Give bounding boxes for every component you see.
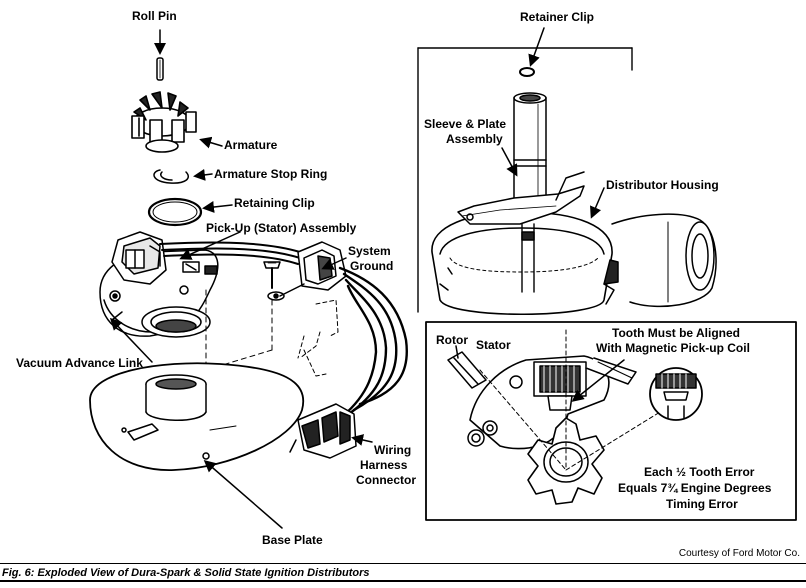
label-retaining-clip: Retaining Clip	[234, 196, 315, 210]
label-tooth-1: Tooth Must be Aligned	[612, 326, 740, 340]
label-distributor-housing: Distributor Housing	[606, 178, 719, 192]
label-error-3: Timing Error	[666, 497, 738, 511]
system-ground-leader	[321, 257, 347, 270]
label-wiring-2: Harness	[360, 458, 408, 472]
label-error-2: Equals 7¾ Engine Degrees	[618, 481, 772, 495]
pickup-leader	[179, 231, 241, 260]
retaining-clip-arrow	[202, 201, 233, 213]
retainer-clip-arrow	[528, 27, 545, 67]
label-sleeve-2: Assembly	[446, 132, 503, 146]
label-wiring-3: Connector	[356, 473, 416, 487]
label-system-ground-2: Ground	[350, 259, 394, 273]
sleeve-leader	[501, 147, 518, 177]
label-vacuum-advance-link: Vacuum Advance Link	[16, 356, 143, 370]
label-tooth-2: With Magnetic Pick-up Coil	[596, 341, 750, 355]
label-system-ground-1: System	[348, 244, 391, 258]
label-roll-pin: Roll Pin	[132, 9, 177, 23]
base-plate-part	[89, 362, 305, 471]
label-error-1: Each ½ Tooth Error	[644, 465, 755, 479]
label-sleeve-1: Sleeve & Plate	[424, 117, 507, 131]
wiring-leader	[351, 434, 373, 446]
courtesy-credit: Courtesy of Ford Motor Co.	[678, 548, 800, 559]
label-pickup-assembly: Pick-Up (Stator) Assembly	[206, 221, 357, 235]
stop-ring-arrow	[193, 168, 213, 181]
armature-part	[131, 91, 197, 153]
figure-caption: Fig. 6: Exploded View of Dura-Spark & So…	[2, 567, 370, 579]
alignment-detail	[447, 329, 703, 505]
label-stator: Stator	[476, 338, 511, 352]
retainer-clip-part	[519, 67, 535, 77]
tooth-leader	[571, 359, 625, 402]
retaining-clip-part	[147, 197, 203, 227]
label-wiring-1: Wiring	[374, 443, 412, 457]
label-base-plate: Base Plate	[262, 533, 323, 547]
caption-rule-bottom	[0, 580, 806, 582]
caption-rule-top	[0, 563, 806, 564]
roll-pin-part	[156, 57, 164, 81]
sleeve-plate-part	[457, 92, 585, 293]
system-ground-screw	[263, 261, 285, 301]
label-armature: Armature	[224, 138, 278, 152]
rotor-leader	[455, 345, 459, 359]
housing-leader	[590, 187, 605, 219]
pickup-assembly-part	[99, 231, 301, 338]
wiring-harness-connector-part	[289, 403, 357, 459]
base-plate-leader	[203, 460, 283, 529]
label-retainer-clip: Retainer Clip	[520, 10, 595, 24]
label-armature-stop-ring: Armature Stop Ring	[214, 167, 328, 181]
armature-arrow	[199, 136, 223, 149]
vacuum-leader	[109, 317, 153, 363]
armature-stop-ring-part	[153, 169, 190, 184]
label-rotor: Rotor	[436, 333, 468, 347]
